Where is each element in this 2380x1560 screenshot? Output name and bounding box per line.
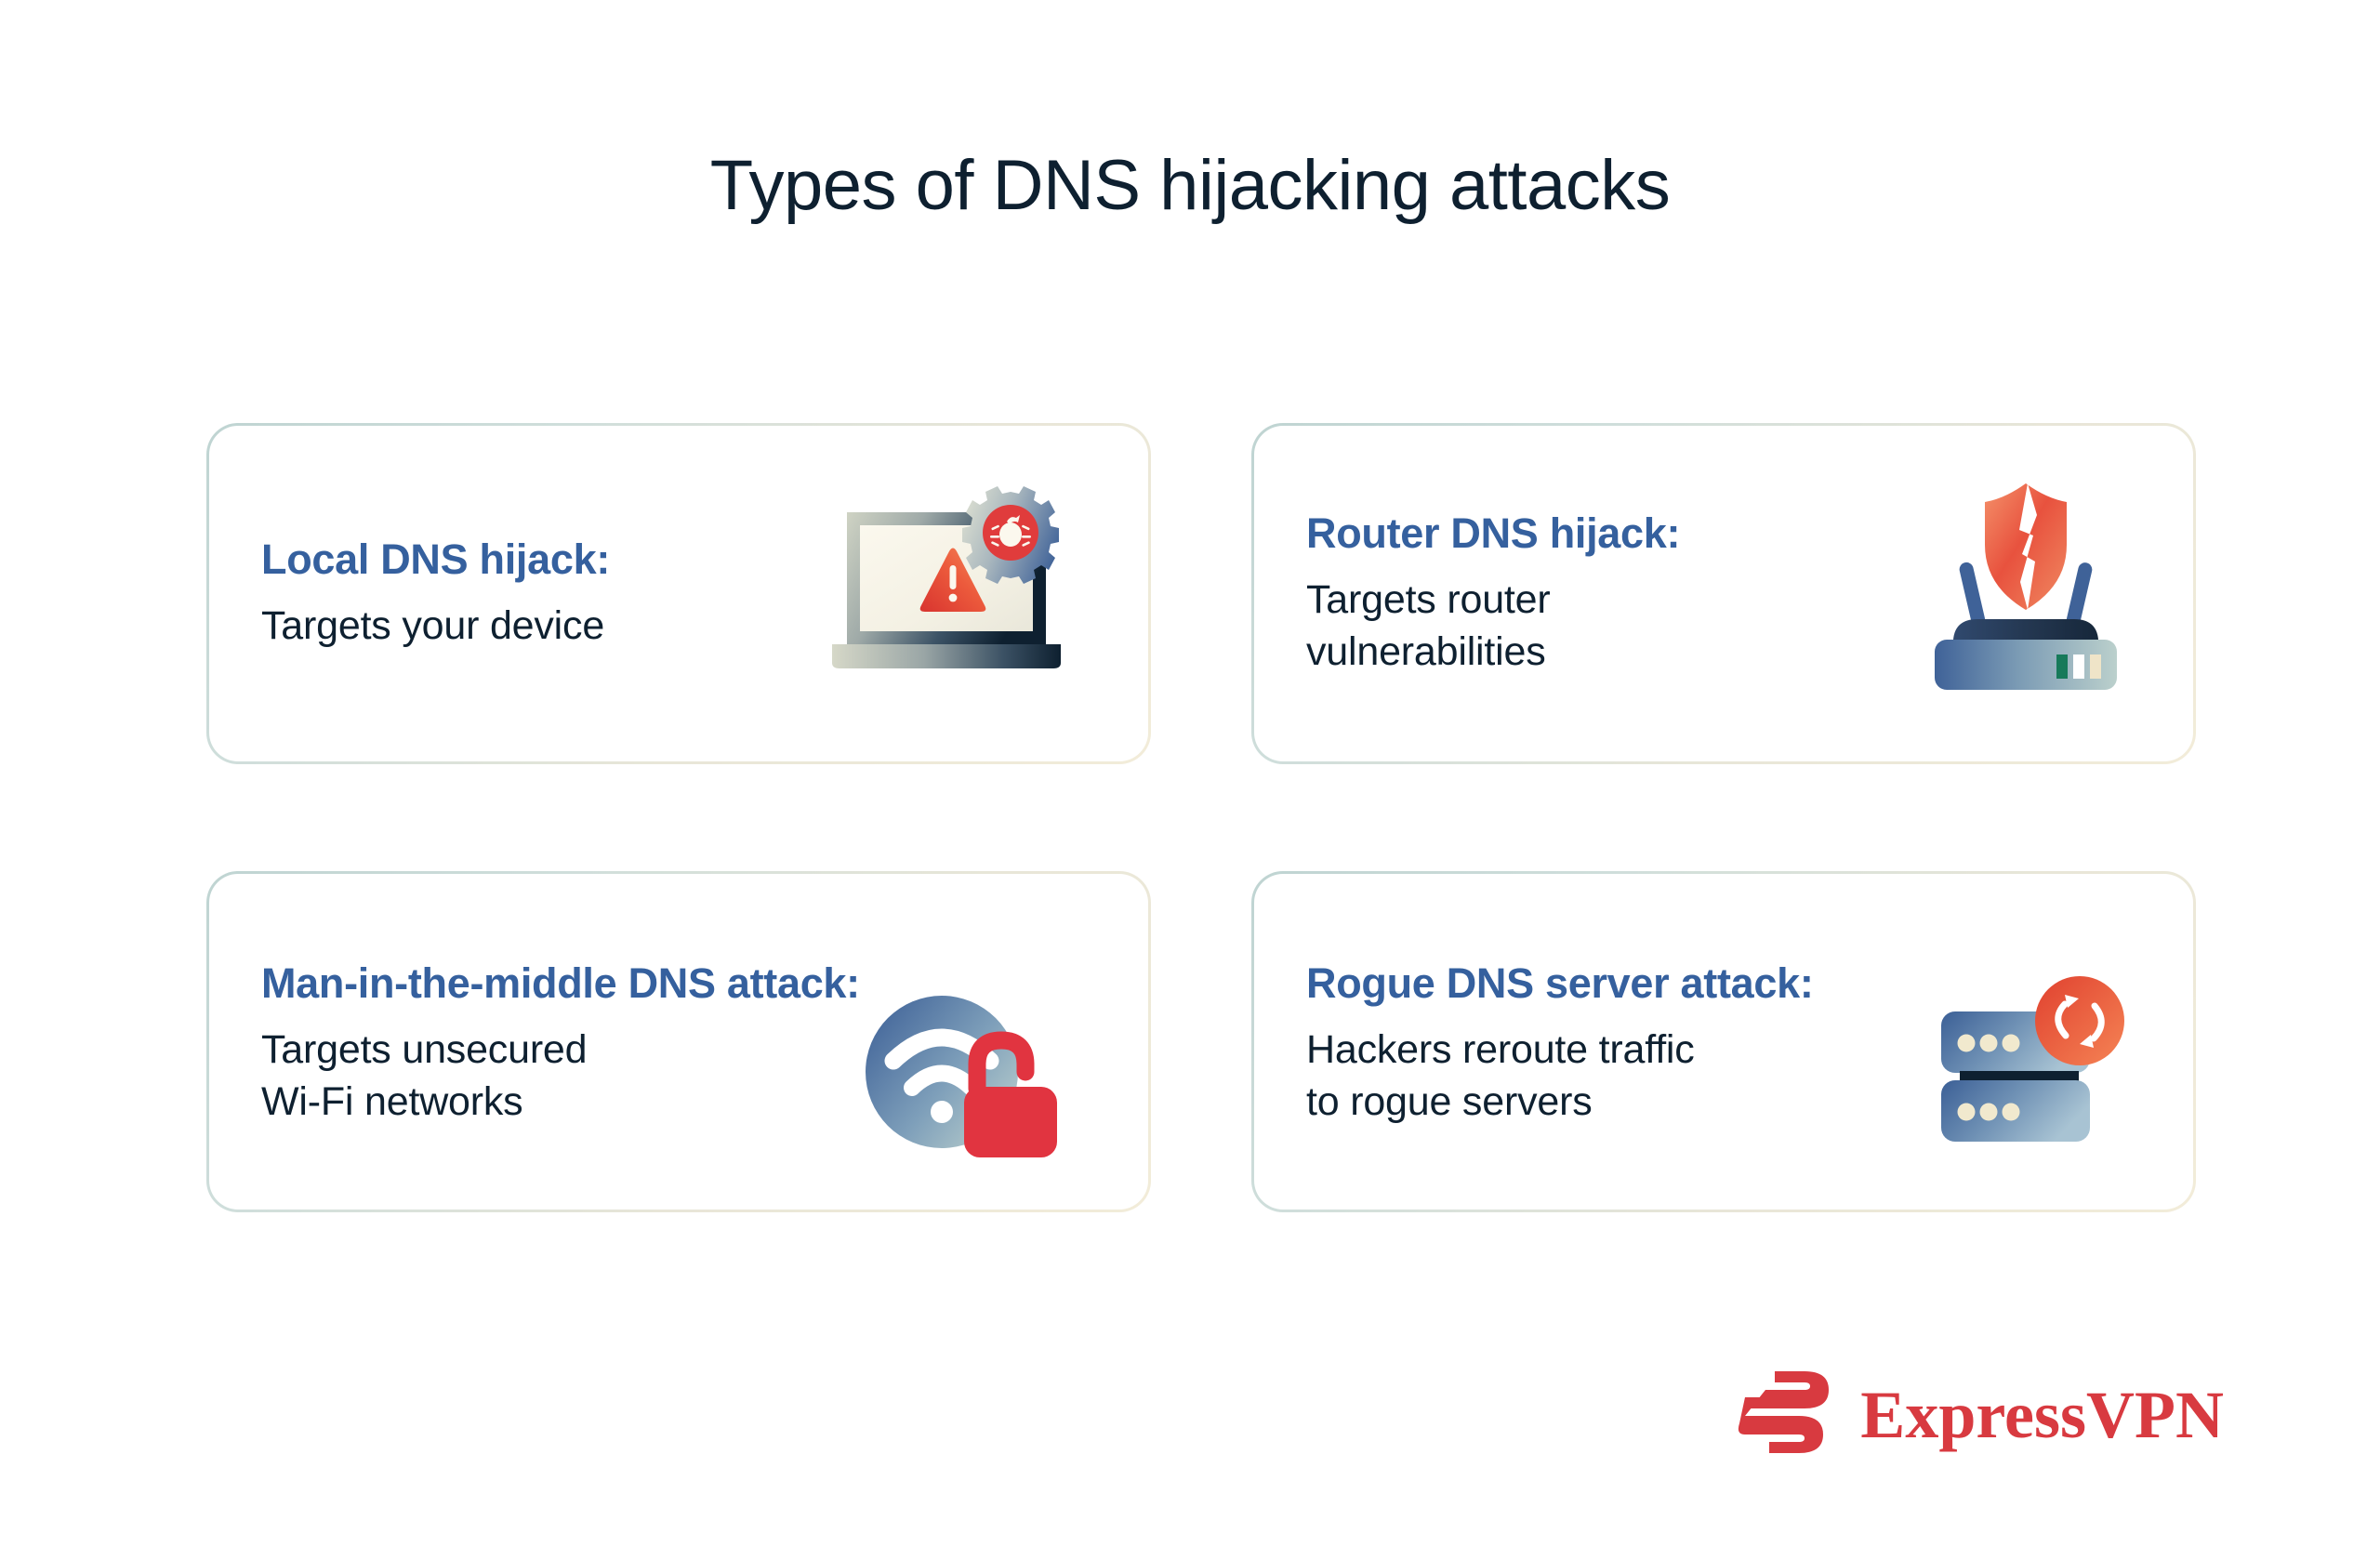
server-stack-reroute-icon (1936, 974, 2135, 1170)
expressvpn-e-logo-icon (1738, 1368, 1836, 1461)
page-title: Types of DNS hijacking attacks (709, 146, 1671, 225)
card-text-block: Rogue DNS server attack: Hackers reroute… (1306, 958, 1814, 1129)
attack-types-grid: Local DNS hijack: Targets your device (206, 423, 2193, 1212)
router-broken-shield-icon (1924, 480, 2128, 694)
card-text-block: Man-in-the-middle DNS attack: Targets un… (261, 958, 860, 1129)
card-body: Targets your device (261, 603, 605, 649)
attack-card-man-in-the-middle: Man-in-the-middle DNS attack: Targets un… (206, 871, 1151, 1212)
card-heading: Rogue DNS server attack: (1306, 959, 1814, 1008)
card-body: Hackers reroute traffic to rogue servers (1306, 1027, 1695, 1125)
wifi-open-padlock-icon (862, 983, 1076, 1169)
card-body: Targets unsecured Wi-Fi networks (261, 1027, 588, 1125)
card-heading: Man-in-the-middle DNS attack: (261, 959, 860, 1008)
card-body: Targets router vulnerabilities (1306, 577, 1551, 675)
attack-card-local-dns-hijack: Local DNS hijack: Targets your device (206, 423, 1151, 764)
attack-card-router-dns-hijack: Router DNS hijack: Targets router vulner… (1251, 423, 2196, 764)
laptop-warning-bug-gear-icon (813, 471, 1092, 685)
attack-card-rogue-dns-server: Rogue DNS server attack: Hackers reroute… (1251, 871, 2196, 1212)
card-heading: Router DNS hijack: (1306, 509, 1681, 558)
expressvpn-wordmark: ExpressVPN (1860, 1377, 2224, 1452)
card-heading: Local DNS hijack: (261, 535, 611, 583)
expressvpn-logo: ExpressVPN (1738, 1368, 2224, 1461)
card-text-block: Local DNS hijack: Targets your device (261, 535, 610, 653)
card-text-block: Router DNS hijack: Targets router vulner… (1306, 509, 1680, 679)
